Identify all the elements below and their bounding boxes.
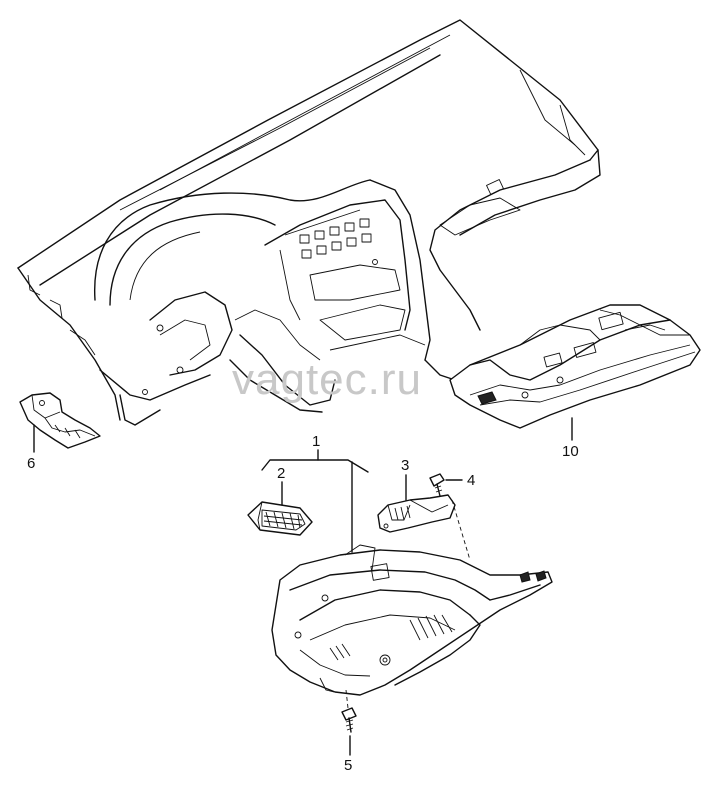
- callout-4: 4: [467, 472, 476, 489]
- part-1-callout-bracket: [261, 449, 369, 553]
- callout-1: 1: [312, 433, 321, 450]
- callout-10: 10: [562, 443, 579, 460]
- watermark: vagtec.ru: [232, 355, 422, 404]
- callout-6: 6: [27, 455, 36, 472]
- part-5-screw: [341, 689, 357, 756]
- dashboard-panel: [17, 19, 601, 426]
- callout-3: 3: [401, 457, 410, 474]
- part-4-screw: [429, 473, 471, 561]
- glove-box-assembly: [271, 544, 553, 696]
- callout-5: 5: [344, 757, 353, 774]
- part-6-bracket: [19, 392, 101, 453]
- part-10-tray: [449, 304, 701, 441]
- callout-2: 2: [277, 465, 286, 482]
- part-2-cover: [247, 481, 313, 536]
- part-3-hinge: [377, 474, 456, 533]
- center-vent-grid: [299, 218, 372, 259]
